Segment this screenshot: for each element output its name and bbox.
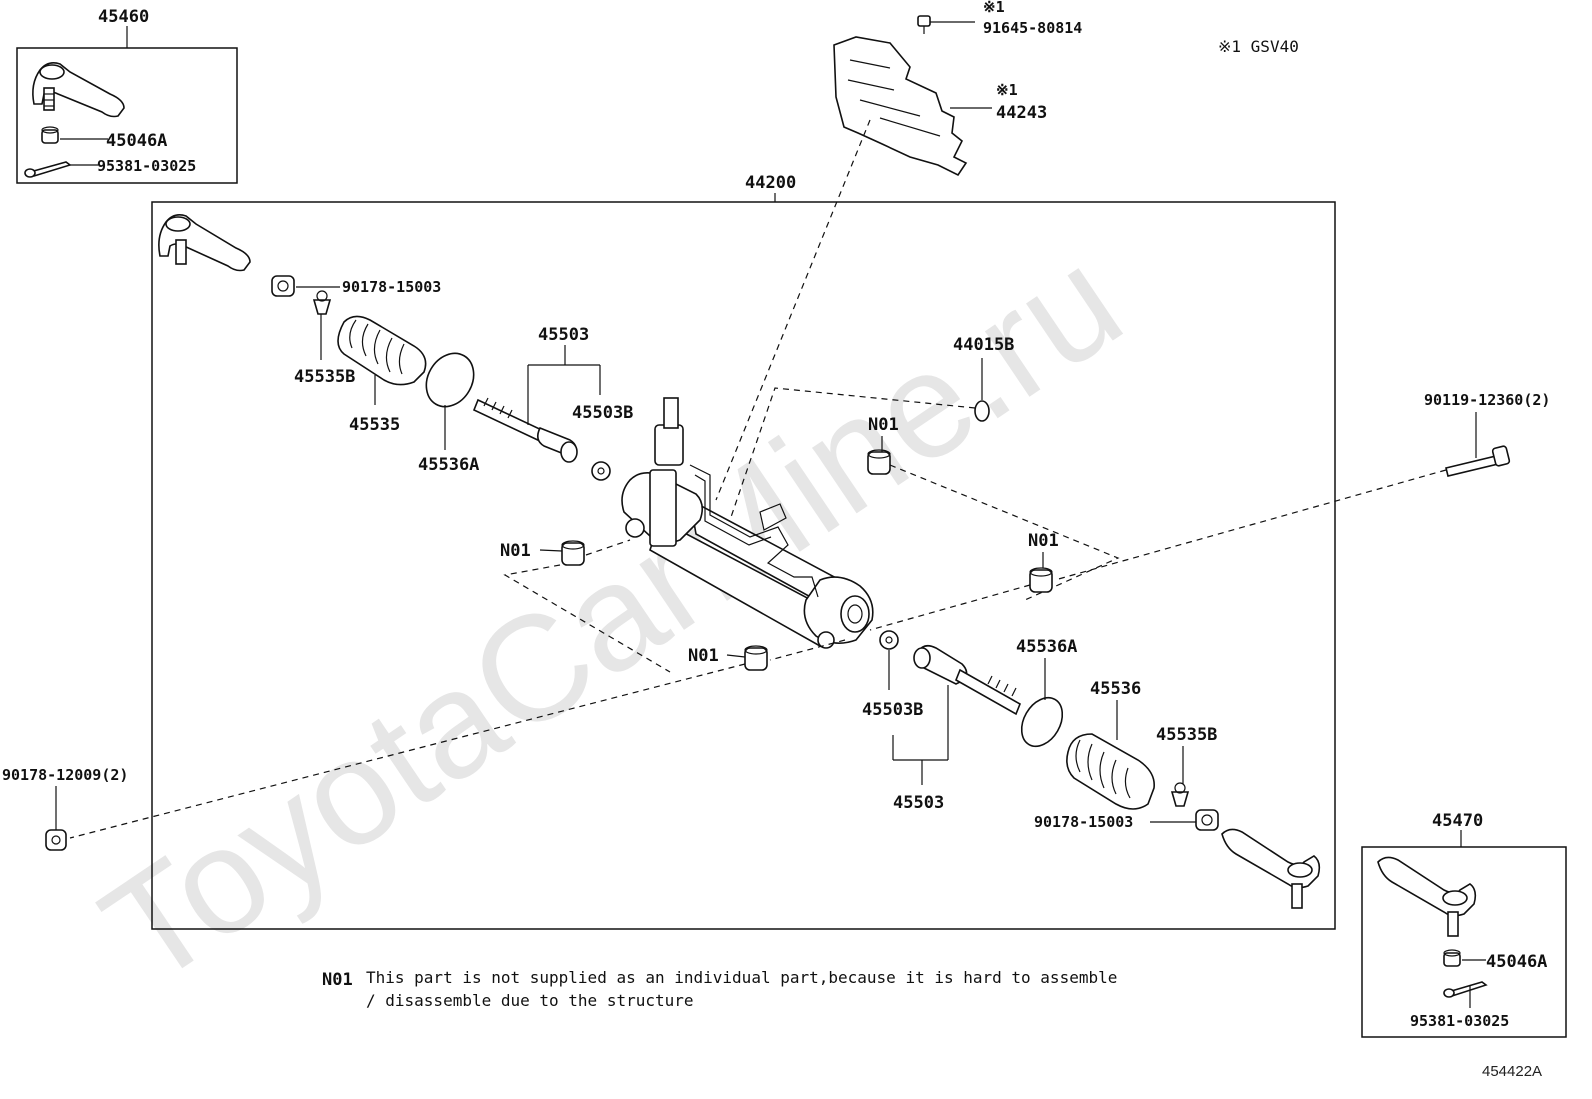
tie-rod-end-icon-rh — [1377, 856, 1477, 937]
part-label-95381-03025-bottom[interactable]: 95381-03025 — [1410, 1012, 1509, 1030]
inner-rod-right-icon — [913, 644, 1022, 716]
boot-left-icon — [337, 315, 427, 386]
inner-rod-left-icon — [472, 397, 578, 463]
part-label-45535-left[interactable]: 45535 — [349, 415, 400, 435]
mark-1-a: ※1 — [983, 0, 1005, 16]
boot-right-icon — [1066, 733, 1155, 810]
nut-bottom-left-icon — [45, 829, 67, 851]
part-label-45503B-left[interactable]: 45503B — [572, 403, 633, 423]
collar-n01-bottom-icon — [744, 645, 768, 671]
clamp-right-icon — [1020, 696, 1064, 748]
part-label-91645-80814[interactable]: 91645-80814 — [983, 19, 1082, 37]
mark-1-b: ※1 — [996, 81, 1018, 99]
oring-icon — [974, 400, 990, 422]
collar-n01-top-icon — [867, 449, 891, 475]
footnote-line-2: / disassemble due to the structure — [366, 991, 694, 1010]
part-label-45503-right[interactable]: 45503 — [893, 793, 944, 813]
label-N01-right[interactable]: N01 — [1028, 531, 1059, 551]
nut-icon — [41, 126, 59, 144]
clip-left-icon — [312, 290, 332, 315]
part-label-45536A-right[interactable]: 45536A — [1016, 637, 1077, 657]
label-N01-top[interactable]: N01 — [868, 415, 899, 435]
part-label-45503B-right[interactable]: 45503B — [862, 700, 923, 720]
part-label-45046A-top[interactable]: 45046A — [106, 131, 167, 151]
inset-tie-rod-end-rh: 45470 45046A 95381-03025 — [1361, 811, 1567, 1038]
clamp-left-icon — [425, 352, 475, 408]
washer-left-icon — [591, 461, 611, 481]
clip-right-icon — [1170, 782, 1190, 807]
footnote-line-1: This part is not supplied as an individu… — [366, 968, 1117, 987]
nut-icon-rh — [1443, 949, 1461, 967]
assembly-frame-44200 — [151, 201, 1336, 930]
collar-n01-right-icon — [1029, 567, 1053, 593]
part-label-44200[interactable]: 44200 — [745, 173, 796, 193]
nut-right-icon — [1195, 809, 1219, 831]
part-label-90178-12009[interactable]: 90178-12009(2) — [2, 766, 128, 784]
diagram-code: 454422A — [1482, 1063, 1542, 1080]
label-N01-left[interactable]: N01 — [500, 541, 531, 561]
part-label-45460[interactable]: 45460 — [98, 7, 149, 27]
tie-rod-end-right-icon — [1221, 828, 1321, 909]
part-label-45470[interactable]: 45470 — [1432, 811, 1483, 831]
part-label-45535B-left[interactable]: 45535B — [294, 367, 355, 387]
tie-rod-end-left-icon — [158, 214, 251, 272]
part-label-45536A-left[interactable]: 45536A — [418, 455, 479, 475]
part-label-90178-15003-left[interactable]: 90178-15003 — [342, 278, 441, 296]
label-N01-bottom[interactable]: N01 — [688, 646, 719, 666]
collar-n01-left-icon — [561, 540, 585, 566]
nut-left-icon — [271, 275, 295, 297]
part-label-45046A-bottom[interactable]: 45046A — [1486, 952, 1547, 972]
part-label-44243[interactable]: 44243 — [996, 103, 1047, 123]
applicability-note: ※1 GSV40 — [1218, 37, 1299, 56]
part-label-45536[interactable]: 45536 — [1090, 679, 1141, 699]
part-label-45535B-right[interactable]: 45535B — [1156, 725, 1217, 745]
part-label-90178-15003-right[interactable]: 90178-15003 — [1034, 813, 1133, 831]
cotter-pin-icon-rh — [1443, 981, 1488, 998]
small-bolt-icon — [917, 15, 931, 34]
cover-44243 — [833, 36, 968, 177]
footnote-code: N01 — [322, 970, 353, 990]
steering-rack-housing — [621, 397, 874, 649]
tie-rod-end-icon — [32, 62, 125, 118]
part-label-95381-03025-top[interactable]: 95381-03025 — [97, 157, 196, 175]
washer-right-icon — [879, 630, 899, 650]
part-label-44015B[interactable]: 44015B — [953, 335, 1014, 355]
inset-tie-rod-end-lh: 45460 45046A 95381-03025 — [16, 7, 238, 184]
cotter-pin-icon — [24, 161, 72, 178]
part-label-90119-12360[interactable]: 90119-12360(2) — [1424, 391, 1550, 409]
bolt-right-icon — [1445, 445, 1511, 477]
part-label-45503-left[interactable]: 45503 — [538, 325, 589, 345]
